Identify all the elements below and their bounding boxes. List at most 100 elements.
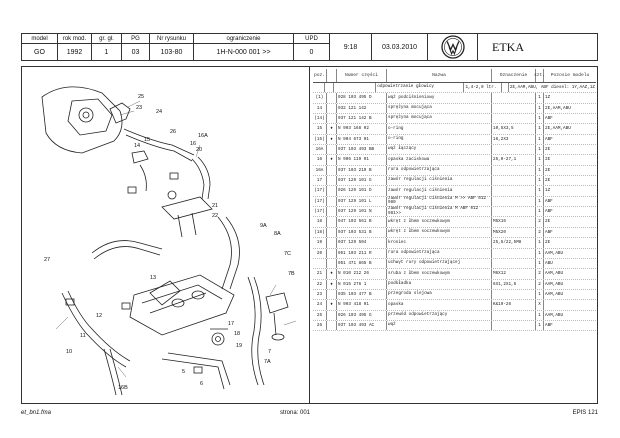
part-flag — [327, 145, 337, 155]
part-model: 2E — [545, 157, 551, 163]
callout-15[interactable]: 15 — [144, 137, 150, 143]
part-name: rura odpowietrzająca — [387, 248, 492, 258]
callout-7b[interactable]: 7B — [288, 271, 295, 277]
col-note: Oznaczenie — [492, 69, 536, 82]
year-value[interactable]: 1992 — [66, 48, 83, 56]
part-number: N 903 418 01 — [337, 300, 387, 310]
part-flag — [327, 258, 337, 269]
part-pos: (17) — [313, 196, 327, 207]
part-flag: ♦ — [327, 124, 337, 134]
part-note: 10,5X3,5 — [492, 124, 536, 134]
part-qty: 1 — [536, 258, 544, 269]
drawing-value[interactable]: 103-80 — [160, 48, 183, 56]
part-number: 035 103 477 B — [337, 289, 387, 300]
part-model: 1Z — [545, 95, 551, 101]
part-pos — [313, 258, 327, 269]
restriction-value[interactable]: 1H-N-000 001 >> — [216, 48, 271, 56]
part-model: ABF — [545, 136, 553, 142]
part-model: ABF — [545, 209, 553, 215]
part-flag — [327, 186, 337, 196]
upd-column: UPD 0 — [294, 34, 330, 60]
callout-11[interactable]: 11 — [80, 333, 86, 339]
callout-7a[interactable]: 7A — [264, 359, 271, 365]
callout-7[interactable]: 7 — [268, 349, 271, 355]
col-qty: szt. — [534, 69, 545, 82]
part-note — [492, 103, 536, 114]
callout-16a[interactable]: 16A — [198, 133, 208, 139]
callout-16[interactable]: 16 — [190, 141, 196, 147]
col-name: Nazwa — [387, 69, 492, 82]
group-value[interactable]: 1 — [104, 48, 109, 56]
vw-logo-icon — [440, 35, 465, 59]
callout-10[interactable]: 10 — [66, 349, 72, 355]
callout-18[interactable]: 18 — [234, 331, 240, 337]
callout-26[interactable]: 26 — [170, 129, 176, 135]
callout-9a[interactable]: 9A — [260, 223, 267, 229]
part-flag — [327, 248, 337, 258]
part-pos: 21 — [313, 269, 327, 279]
part-flag — [327, 217, 337, 227]
part-note — [492, 207, 536, 217]
part-number: 037 103 493 AC — [337, 320, 387, 331]
callout-25[interactable]: 25 — [138, 94, 144, 100]
callout-6[interactable]: 6 — [200, 381, 203, 387]
part-number: 037 129 101 L — [337, 196, 387, 207]
part-number: 051 471 865 B — [337, 258, 387, 269]
part-note — [492, 165, 536, 176]
callout-12[interactable]: 12 — [96, 313, 102, 319]
part-qty: 2 — [536, 217, 544, 227]
callout-27[interactable]: 27 — [44, 257, 50, 263]
part-flag — [327, 207, 337, 217]
parts-list-table: poz. Numer części Nazwa Oznaczenie szt. … — [313, 69, 596, 401]
callout-16b[interactable]: 16B — [118, 385, 128, 391]
callout-8a[interactable]: 8A — [274, 231, 281, 237]
callout-5[interactable]: 5 — [182, 369, 185, 375]
callout-17[interactable]: 17 — [228, 321, 234, 327]
callout-23[interactable]: 23 — [136, 105, 142, 111]
callout-21[interactable]: 21 — [212, 203, 218, 209]
exploded-parts-diagram[interactable]: 25 23 24 26 15 14 16 16A 20 21 22 9A 8A … — [22, 67, 310, 403]
callout-7c[interactable]: 7C — [284, 251, 291, 257]
callout-13[interactable]: 13 — [150, 275, 156, 281]
year-column: rok mod. 1992 — [58, 34, 92, 60]
callout-22[interactable]: 22 — [212, 213, 218, 219]
callout-19[interactable]: 19 — [236, 343, 242, 349]
part-flag: ♦ — [327, 279, 337, 289]
callout-14[interactable]: 14 — [134, 143, 140, 149]
main-frame: 25 23 24 26 15 14 16 16A 20 21 22 9A 8A … — [21, 66, 598, 404]
upd-label: UPD — [294, 34, 329, 44]
part-flag: ♦ — [327, 155, 337, 165]
part-qty: 1 — [536, 320, 544, 331]
model-value[interactable]: GO — [34, 48, 45, 56]
pg-value[interactable]: 03 — [131, 48, 140, 56]
part-pos: 16A — [313, 165, 327, 176]
part-name: o-ring — [387, 134, 492, 145]
callout-24[interactable]: 24 — [156, 109, 162, 115]
part-number: N 903 168 02 — [337, 124, 387, 134]
callout-20[interactable]: 20 — [196, 147, 202, 153]
